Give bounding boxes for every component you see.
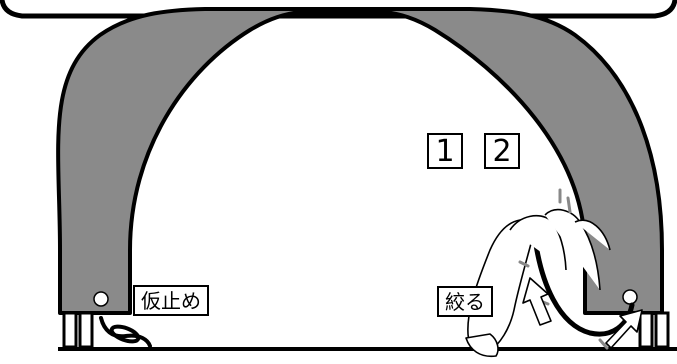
- drawstring-cord: [531, 227, 635, 337]
- pull-arrow-icon: [522, 277, 643, 349]
- temporary-fastening-label: 仮止め: [133, 285, 209, 316]
- motion-marks: [518, 188, 609, 350]
- left-grommet: [93, 291, 109, 307]
- hand-icon: [465, 208, 611, 358]
- tighten-label: 絞る: [437, 286, 493, 317]
- step-2-box: 2: [484, 133, 520, 169]
- step-1-box: 1: [427, 133, 463, 169]
- right-leg: [638, 311, 670, 349]
- right-grommet: [622, 289, 638, 305]
- fabric-arch-shape: [56, 7, 664, 315]
- left-leg: [62, 311, 94, 349]
- knot-icon: [99, 316, 152, 348]
